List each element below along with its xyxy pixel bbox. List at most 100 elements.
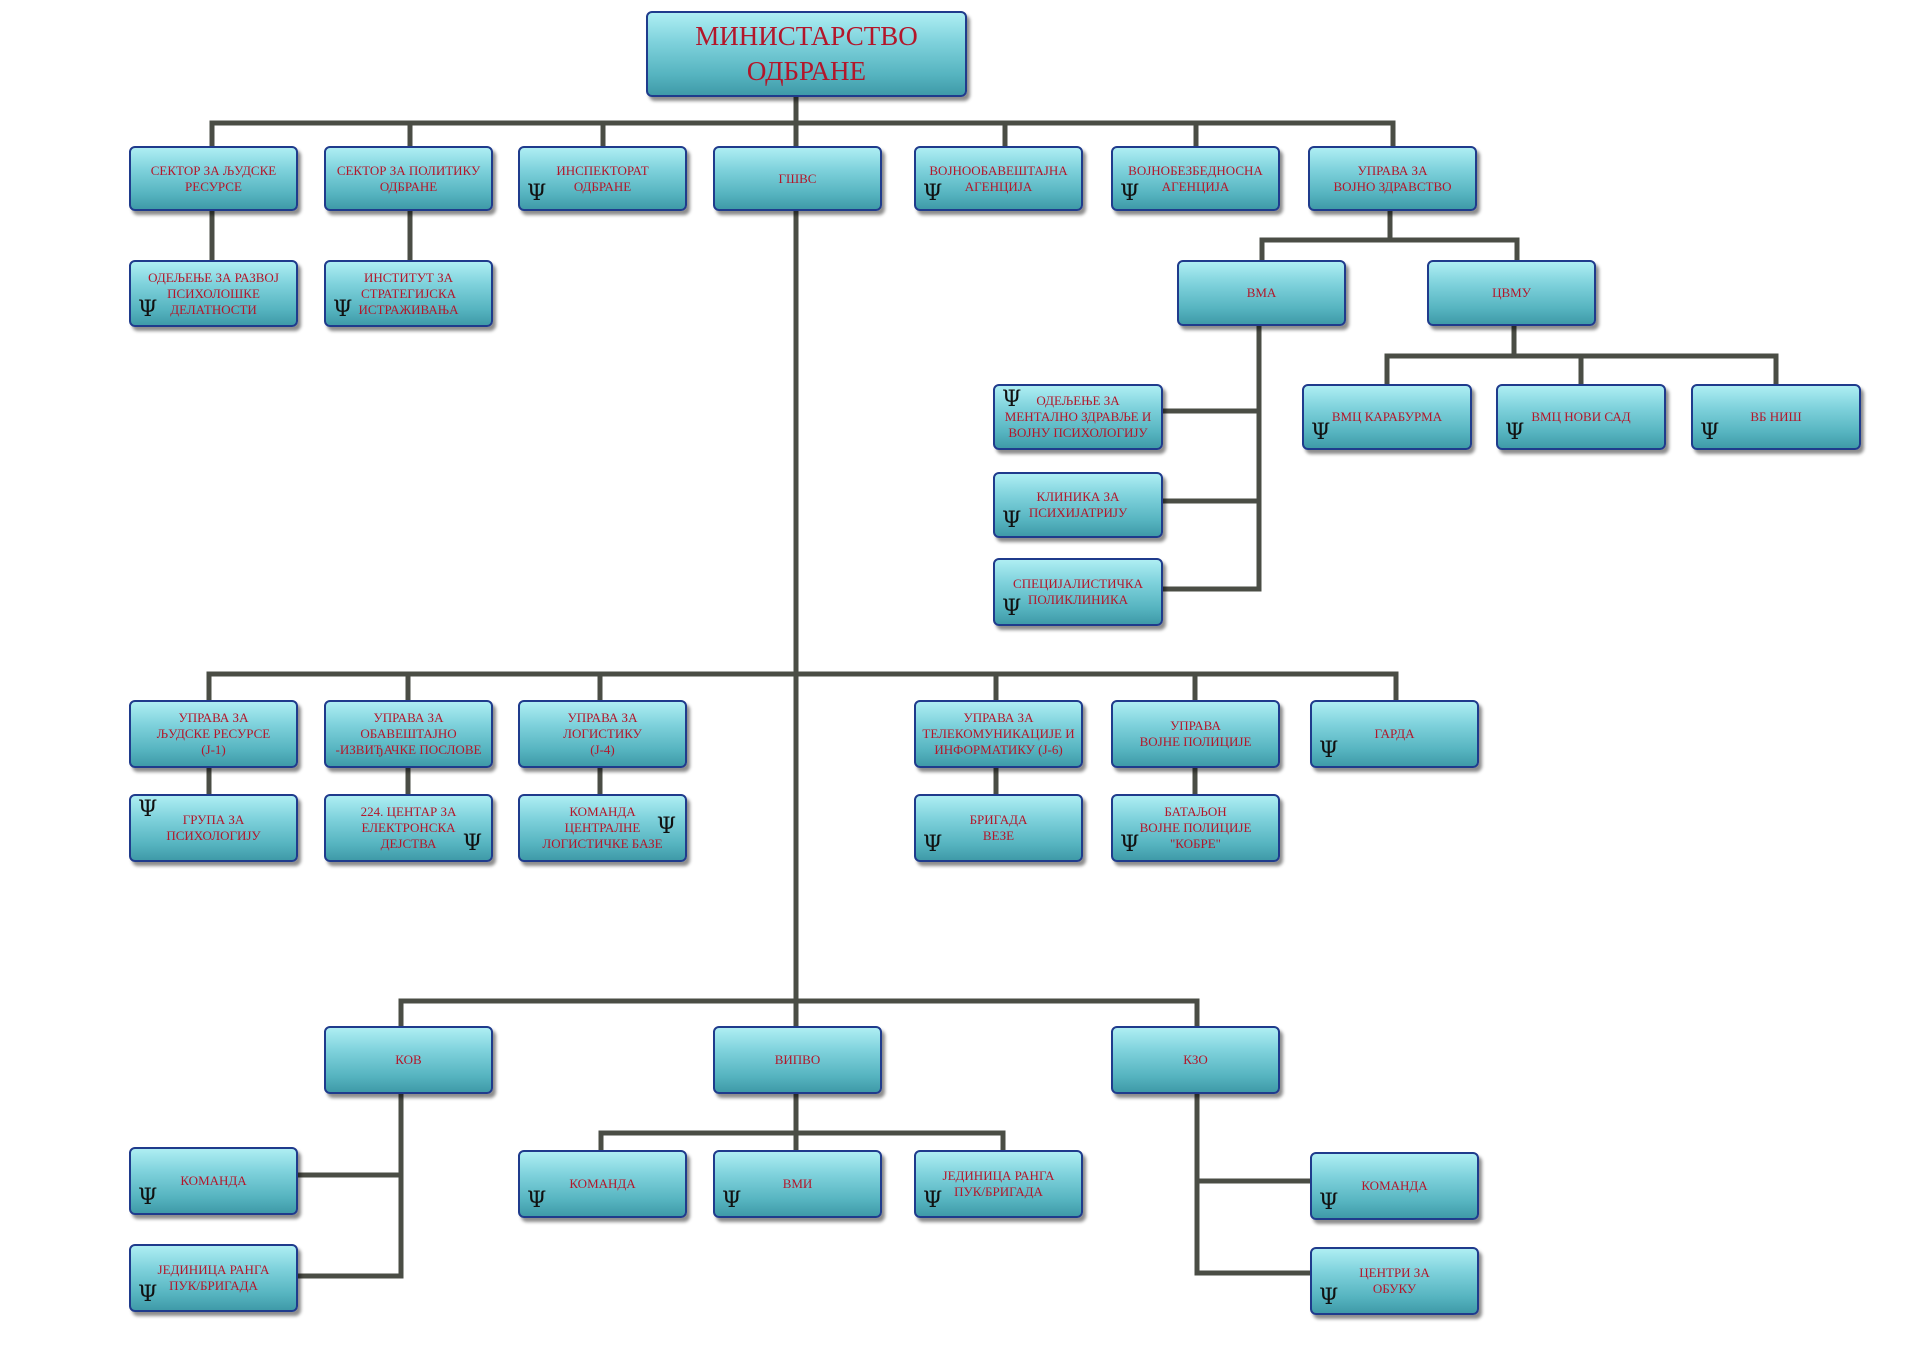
- node-label: ИНСТИТУТ ЗА СТРАТЕГИЈСКА ИСТРАЖИВАЊА: [358, 269, 459, 317]
- node-label: УПРАВА ЗА ЉУДСКЕ РЕСУРСЕ (Ј-1): [156, 710, 271, 757]
- psi-icon: Ψ: [656, 813, 676, 839]
- psi-icon: Ψ: [527, 181, 547, 206]
- node-label: ВОЈНОБЕЗБЕДНОСНА АГЕНЦИЈА: [1128, 162, 1263, 194]
- node-j6-telecommunications: УПРАВА ЗА ТЕЛЕКОМУНИКАЦИЈЕ И ИНФОРМАТИКУ…: [914, 700, 1083, 768]
- node-label: УПРАВА ЗА ВОЈНО ЗДРАВСТВО: [1333, 162, 1452, 194]
- node-label: ИНСПЕКТОРАТ ОДБРАНЕ: [556, 162, 649, 194]
- node-strategic-research-institute: Ψ ИНСТИТУТ ЗА СТРАТЕГИЈСКА ИСТРАЖИВАЊА: [324, 260, 493, 327]
- node-military-health-directorate: УПРАВА ЗА ВОЈНО ЗДРАВСТВО: [1308, 146, 1477, 211]
- psi-icon: Ψ: [462, 831, 482, 856]
- node-label: СЕКТОР ЗА ПОЛИТИКУ ОДБРАНЕ: [336, 162, 481, 194]
- psi-icon: Ψ: [1311, 420, 1331, 445]
- node-label: ГРУПА ЗА ПСИХОЛОГИЈУ: [166, 812, 261, 843]
- node-signal-brigade: Ψ БРИГАДА ВЕЗЕ: [914, 794, 1083, 862]
- psi-icon: Ψ: [923, 1188, 943, 1213]
- psi-icon: Ψ: [722, 1188, 742, 1213]
- psi-icon: Ψ: [138, 797, 158, 822]
- node-electronic-warfare-center: Ψ 224. ЦЕНТАР ЗА ЕЛЕКТРОНСКА ДЕЈСТВА: [324, 794, 493, 862]
- psi-icon: Ψ: [527, 1188, 547, 1213]
- psi-icon: Ψ: [1700, 420, 1720, 445]
- node-psychiatry-clinic: Ψ КЛИНИКА ЗА ПСИХИЈАТРИЈУ: [993, 472, 1163, 538]
- node-label: ЈЕДИНИЦА РАНГА ПУК/БРИГАДА: [942, 1168, 1055, 1199]
- node-specialist-polyclinic: Ψ СПЕЦИЈАЛИСТИЧКА ПОЛИКЛИНИКА: [993, 558, 1163, 626]
- node-defence-inspectorate: Ψ ИНСПЕКТОРАТ ОДБРАНЕ: [518, 146, 687, 211]
- psi-icon: Ψ: [923, 832, 943, 857]
- node-label: СПЕЦИЈАЛИСТИЧКА ПОЛИКЛИНИКА: [1013, 576, 1143, 607]
- psi-icon: Ψ: [923, 181, 943, 206]
- psi-icon: Ψ: [1319, 1190, 1339, 1215]
- node-label: СЕКТОР ЗА ЉУДСКЕ РЕСУРСЕ: [150, 162, 277, 194]
- node-j1-human-resources: УПРАВА ЗА ЉУДСКЕ РЕСУРСЕ (Ј-1): [129, 700, 298, 768]
- psi-icon: Ψ: [1319, 738, 1339, 763]
- node-psychology-group: Ψ ГРУПА ЗА ПСИХОЛОГИЈУ: [129, 794, 298, 862]
- node-label: ЦЕНТРИ ЗА ОБУКУ: [1359, 1265, 1430, 1296]
- node-kov-regiment-brigade-unit: Ψ ЈЕДИНИЦА РАНГА ПУК/БРИГАДА: [129, 1244, 298, 1312]
- node-label: ГШВС: [778, 170, 817, 186]
- node-general-staff: ГШВС: [713, 146, 882, 211]
- node-label: УПРАВА ЗА ТЕЛЕКОМУНИКАЦИЈЕ И ИНФОРМАТИКУ…: [922, 710, 1075, 757]
- node-label: ЦВМУ: [1492, 285, 1531, 300]
- node-psychology-development-department: Ψ ОДЕЉЕЊЕ ЗА РАЗВОЈ ПСИХОЛОШКЕ ДЕЛАТНОСТ…: [129, 260, 298, 327]
- node-j4-logistics: УПРАВА ЗА ЛОГИСТИКУ (Ј-4): [518, 700, 687, 768]
- node-label: КОВ: [395, 1052, 422, 1067]
- psi-icon: Ψ: [138, 1282, 158, 1307]
- node-label: БРИГАДА ВЕЗЕ: [969, 812, 1028, 843]
- psi-icon: Ψ: [1002, 508, 1022, 533]
- node-label: БАТАЉОН ВОЈНЕ ПОЛИЦИЈЕ "КОБРЕ": [1139, 804, 1252, 851]
- node-guard: Ψ ГАРДА: [1310, 700, 1479, 768]
- node-training-centers: Ψ ЦЕНТРИ ЗА ОБУКУ: [1310, 1247, 1479, 1315]
- psi-icon: Ψ: [1002, 596, 1022, 621]
- node-kzo-command: Ψ КОМАНДА: [1310, 1152, 1479, 1220]
- node-label: ВОЈНООБАВЕШТАЈНА АГЕНЦИЈА: [929, 162, 1068, 194]
- node-label: УПРАВА ВОЈНЕ ПОЛИЦИЈЕ: [1139, 718, 1252, 749]
- psi-icon: Ψ: [333, 297, 353, 322]
- node-label: ОДЕЉЕЊЕ ЗА МЕНТАЛНО ЗДРАВЉЕ И ВОЈНУ ПСИХ…: [1004, 393, 1152, 440]
- node-label: КЛИНИКА ЗА ПСИХИЈАТРИЈУ: [1028, 489, 1128, 520]
- node-label: МИНИСТАРСТВО ОДБРАНЕ: [695, 21, 918, 86]
- node-label: ОДЕЉЕЊЕ ЗА РАЗВОЈ ПСИХОЛОШКЕ ДЕЛАТНОСТИ: [148, 269, 279, 317]
- node-military-police-directorate: УПРАВА ВОЈНЕ ПОЛИЦИЈЕ: [1111, 700, 1280, 768]
- node-human-resources-sector: СЕКТОР ЗА ЉУДСКЕ РЕСУРСЕ: [129, 146, 298, 211]
- node-label: ЈЕДИНИЦА РАНГА ПУК/БРИГАДА: [157, 1262, 270, 1293]
- node-central-logistics-base-command: Ψ КОМАНДА ЦЕНТРАЛНЕ ЛОГИСТИЧКЕ БАЗЕ: [518, 794, 687, 862]
- node-mental-health-department: Ψ ОДЕЉЕЊЕ ЗА МЕНТАЛНО ЗДРАВЉЕ И ВОЈНУ ПС…: [993, 384, 1163, 450]
- node-label: ВМЦ КАРАБУРМА: [1331, 409, 1443, 424]
- node-label: КОМАНДА ЦЕНТРАЛНЕ ЛОГИСТИЧКЕ БАЗЕ: [542, 804, 663, 851]
- psi-icon: Ψ: [1319, 1285, 1339, 1310]
- node-label: КЗО: [1183, 1052, 1208, 1067]
- node-label: КОМАНДА: [1361, 1178, 1428, 1193]
- node-vipvo-regiment-brigade-unit: Ψ ЈЕДИНИЦА РАНГА ПУК/БРИГАДА: [914, 1150, 1083, 1218]
- node-label: УПРАВА ЗА ОБАВЕШТАЈНО -ИЗВИЂАЧКЕ ПОСЛОВЕ: [335, 710, 482, 757]
- node-label: 224. ЦЕНТАР ЗА ЕЛЕКТРОНСКА ДЕЈСТВА: [360, 804, 457, 851]
- node-vipvo-command: Ψ КОМАНДА: [518, 1150, 687, 1218]
- node-label: ВМА: [1246, 285, 1277, 300]
- node-label: УПРАВА ЗА ЛОГИСТИКУ (Ј-4): [563, 710, 642, 757]
- node-military-security-agency: Ψ ВОЈНОБЕЗБЕДНОСНА АГЕНЦИЈА: [1111, 146, 1280, 211]
- psi-icon: Ψ: [138, 297, 158, 322]
- node-label: ВИПВО: [774, 1052, 821, 1067]
- psi-icon: Ψ: [1120, 832, 1140, 857]
- node-vma: ВМА: [1177, 260, 1346, 326]
- node-ministry-of-defence: МИНИСТАРСТВО ОДБРАНЕ: [646, 11, 967, 97]
- node-defence-policy-sector: СЕКТОР ЗА ПОЛИТИКУ ОДБРАНЕ: [324, 146, 493, 211]
- node-label: КОМАНДА: [180, 1173, 247, 1188]
- node-label: ВБ НИШ: [1750, 409, 1802, 424]
- node-kov: КОВ: [324, 1026, 493, 1094]
- psi-icon: Ψ: [1002, 387, 1022, 412]
- node-vmc-karaburma: Ψ ВМЦ КАРАБУРМА: [1302, 384, 1472, 450]
- node-vipvo: ВИПВО: [713, 1026, 882, 1094]
- node-vmc-novi-sad: Ψ ВМЦ НОВИ САД: [1496, 384, 1666, 450]
- node-kov-command: Ψ КОМАНДА: [129, 1147, 298, 1215]
- node-vmi: Ψ ВМИ: [713, 1150, 882, 1218]
- node-kzo: КЗО: [1111, 1026, 1280, 1094]
- node-intelligence-reconnaissance-directorate: УПРАВА ЗА ОБАВЕШТАЈНО -ИЗВИЂАЧКЕ ПОСЛОВЕ: [324, 700, 493, 768]
- psi-icon: Ψ: [138, 1185, 158, 1210]
- psi-icon: Ψ: [1120, 181, 1140, 206]
- node-vb-nis: Ψ ВБ НИШ: [1691, 384, 1861, 450]
- node-label: ВМИ: [782, 1176, 813, 1191]
- node-label: ГАРДА: [1374, 726, 1415, 741]
- node-cvmu: ЦВМУ: [1427, 260, 1596, 326]
- node-label: ВМЦ НОВИ САД: [1531, 409, 1631, 424]
- node-label: КОМАНДА: [569, 1176, 636, 1191]
